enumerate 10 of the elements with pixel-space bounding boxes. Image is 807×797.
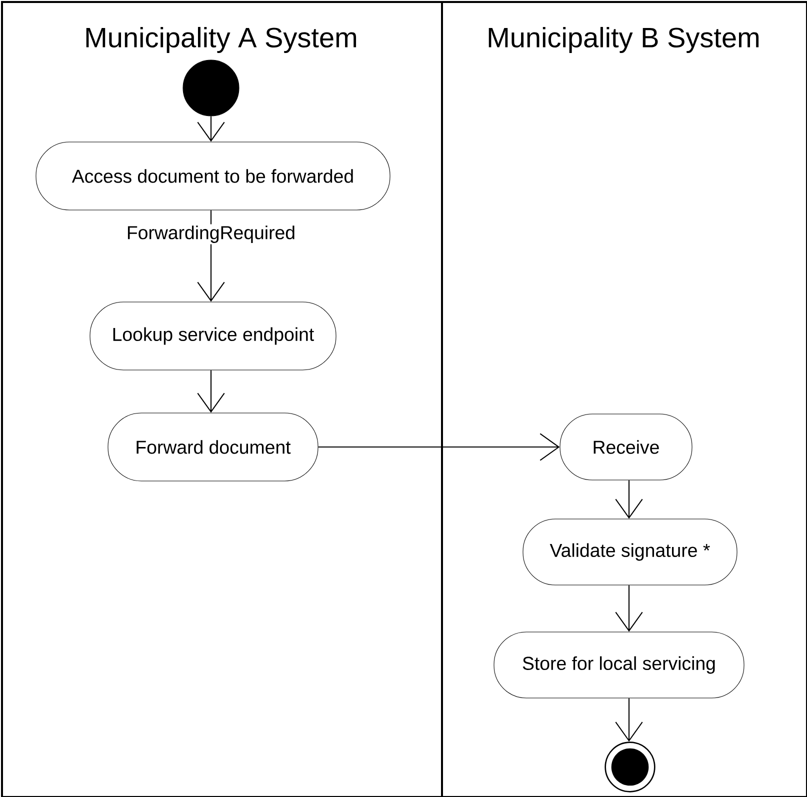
activity-box: Receive xyxy=(560,414,692,480)
activity-box: Forward document xyxy=(108,412,318,482)
activity-box: Validate signature * xyxy=(522,518,738,586)
activity-box: Access document to be forwarded xyxy=(36,142,390,210)
arrow xyxy=(318,433,560,461)
start-node xyxy=(182,60,240,116)
activity-box: Store for local servicing xyxy=(494,632,744,698)
edge-label: ForwardingRequired xyxy=(125,224,297,244)
activity-box: Lookup service endpoint xyxy=(90,302,336,370)
end-node xyxy=(604,742,656,792)
